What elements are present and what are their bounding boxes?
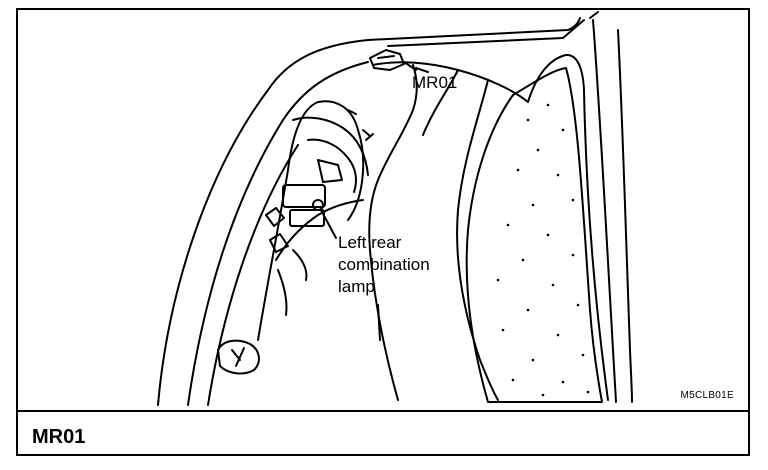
component-label-line-1: Left rear: [338, 233, 402, 252]
component-label-line-2: combination: [338, 255, 430, 274]
insulation-speckles: [496, 103, 590, 397]
diagram-frame: MR01 Left rear combination lamp M5CLB01E…: [16, 8, 750, 456]
section-title: MR01: [32, 426, 86, 448]
insulation-area: [465, 67, 603, 403]
vehicle-rear-quarter-illustration: MR01 Left rear combination lamp: [157, 11, 633, 406]
component-label-line-3: lamp: [338, 277, 375, 296]
body-inner-curve: [187, 61, 369, 406]
body-panel-line: [207, 144, 299, 406]
connector-label: MR01: [412, 73, 457, 92]
lamp-leader-line: [320, 209, 337, 239]
lamp-housing: [257, 100, 365, 341]
lamp-leader-tail: [377, 304, 381, 341]
section-divider: [18, 410, 748, 412]
figure-code: M5CLB01E: [680, 390, 734, 401]
connector-leader-line: [415, 67, 429, 73]
connector-body: [369, 49, 405, 71]
trim-panel: [372, 54, 609, 401]
body-outer-curve: [157, 17, 581, 406]
lower-socket: [217, 339, 260, 375]
